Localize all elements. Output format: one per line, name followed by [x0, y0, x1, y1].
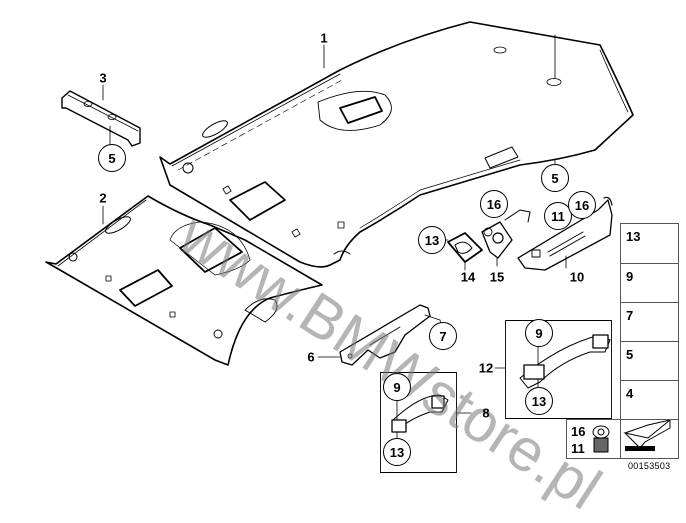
legend-row-4: 4 — [620, 380, 679, 420]
headliner-alt-drawing — [45, 195, 323, 366]
headliner-main-drawing — [159, 21, 634, 268]
front-rail-drawing — [317, 304, 443, 366]
callout-3: 3 — [99, 70, 107, 86]
grab-handle-front-drawing — [380, 372, 472, 473]
direction-arrow-icon — [623, 418, 671, 451]
holder-15-drawing — [481, 209, 531, 267]
legend-arrow-cell — [620, 419, 679, 459]
legend-bolt-cell: 16 11 — [566, 419, 621, 459]
legend-number: 13 — [626, 229, 641, 244]
callout-circle-13-front: 13 — [383, 438, 411, 466]
legend-row-7: 7 — [620, 302, 679, 342]
callout-circle-16-plate: 16 — [480, 190, 508, 218]
callout-circle-5-headliner: 5 — [541, 164, 569, 192]
callout-14: 14 — [460, 269, 476, 285]
rear-bracket-drawing — [517, 196, 613, 271]
callout-circle-9-rear: 9 — [525, 319, 553, 347]
legend-number: 7 — [626, 308, 634, 323]
clip-bracket-drawing — [61, 84, 141, 147]
legend-number: 5 — [626, 347, 634, 362]
drawing-code: 00153503 — [628, 461, 671, 471]
legend-bolt-number-b: 11 — [571, 441, 585, 456]
torx-bolt-icon — [592, 425, 610, 453]
callout-10: 10 — [569, 269, 585, 285]
callout-circle-9-front: 9 — [383, 373, 411, 401]
holder-14-drawing — [447, 232, 483, 271]
callout-circle-13-holder: 13 — [418, 226, 446, 254]
diagram-drawing — [45, 21, 675, 473]
callout-circle-13-rear: 13 — [525, 387, 553, 415]
callout-2: 2 — [99, 190, 107, 206]
legend-bolt-number-a: 16 — [571, 424, 586, 439]
callout-circle-5-clip: 5 — [98, 144, 126, 172]
legend-row-9: 9 — [620, 263, 679, 303]
legend-row-5: 5 — [620, 341, 679, 381]
callout-8: 8 — [482, 405, 490, 421]
legend-number: 4 — [626, 386, 634, 401]
callout-1: 1 — [320, 30, 328, 46]
callout-6: 6 — [307, 349, 315, 365]
legend-row-13: 13 — [620, 223, 679, 264]
grab-handle-rear-drawing — [494, 320, 612, 419]
callout-circle-11: 11 — [544, 202, 572, 230]
callout-circle-7: 7 — [429, 322, 457, 350]
parts-diagram: www.BMWstore.pl 1 3 2 14 15 10 6 12 8 5 … — [45, 21, 679, 522]
legend-number: 9 — [626, 269, 634, 284]
callout-15: 15 — [489, 269, 505, 285]
callout-12: 12 — [478, 360, 494, 376]
callout-circle-16-bracket: 16 — [568, 191, 596, 219]
